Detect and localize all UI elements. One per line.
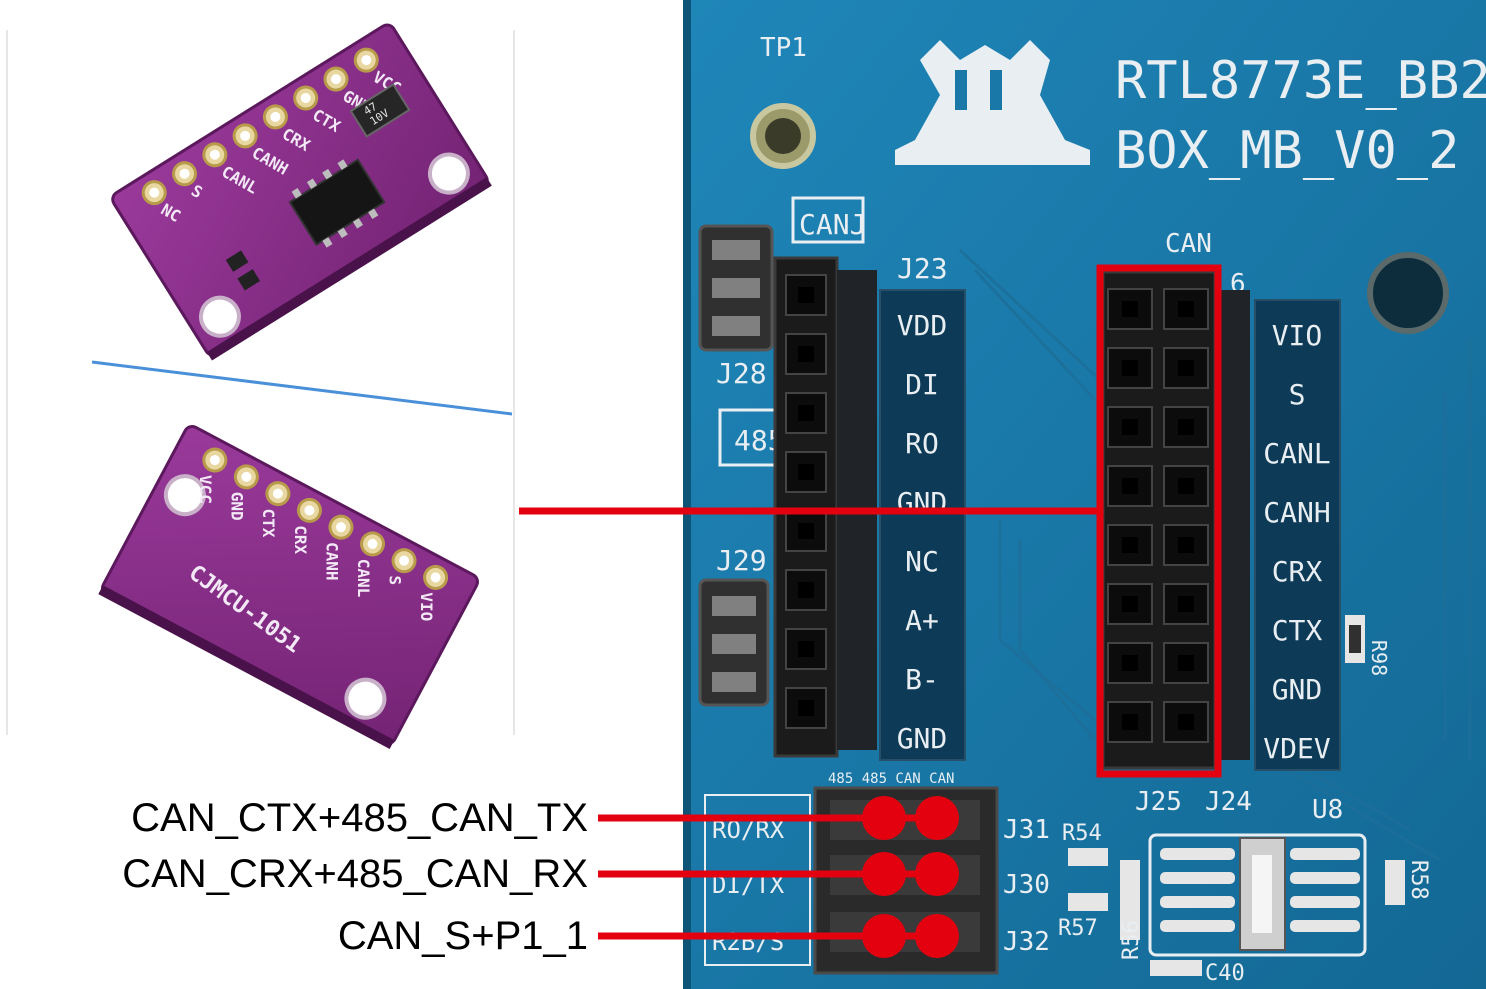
annotation-s: CAN_S+P1_1: [338, 914, 588, 958]
j28-jumper: [698, 224, 774, 352]
board-title-line1: RTL8773E_BB2: [1115, 51, 1486, 111]
annotation-crx: CAN_CRX+485_CAN_RX: [122, 852, 588, 896]
can-header-highlight: [1096, 264, 1222, 778]
header-socket: [785, 569, 827, 611]
capacitor: [349, 83, 411, 138]
j28-label: J28: [716, 357, 767, 390]
can-pin-label: CANH: [1263, 496, 1330, 529]
annotation-ctx: CAN_CTX+485_CAN_TX: [131, 796, 588, 840]
r56-label: R56: [1119, 920, 1144, 960]
module-pin-label: S: [385, 576, 404, 586]
jumper-dot: [915, 796, 959, 840]
brand-logo: [895, 40, 1090, 165]
c40-label: C40: [1205, 961, 1245, 986]
r98-label: R98: [1367, 640, 1391, 676]
header-socket: [1107, 583, 1153, 625]
can-pin-labels: VIO S CANL CANH CRX CTX GND VDEV: [1263, 319, 1331, 765]
row3-label: R2B/S: [712, 928, 784, 956]
jumper-dot: [862, 852, 906, 896]
module-pin-label: VCC: [196, 475, 215, 504]
header-socket: [1107, 701, 1153, 743]
can-pin-label: CTX: [1272, 614, 1323, 647]
j29-label: J29: [716, 544, 767, 577]
jumper-dot: [862, 914, 906, 958]
can-double-header: [1101, 270, 1250, 770]
j31-label: J31: [1003, 815, 1050, 845]
can-pin-label: S: [1289, 378, 1306, 411]
j23-pin-label: GND: [897, 722, 948, 755]
annotation-labels: CAN_CTX+485_CAN_TX CAN_CRX+485_CAN_RX CA…: [122, 796, 588, 958]
annotation-lines: [598, 796, 959, 958]
j23-pin-label: B-: [905, 663, 939, 696]
can-pin-label: VDEV: [1263, 732, 1331, 765]
left-photo-panel: [6, 30, 515, 735]
jumper-top-label: 485 485 CAN CAN: [828, 771, 954, 787]
r54-label: R54: [1062, 821, 1102, 846]
j23-pin-label: A+: [905, 604, 939, 637]
divider-line: [91, 360, 513, 416]
jumper-dot: [915, 914, 959, 958]
module-pin-label: CTX: [259, 508, 278, 537]
j30-label: J30: [1003, 870, 1050, 900]
module-pin-label: VIO: [417, 592, 436, 621]
jumper-dot: [915, 852, 959, 896]
j29-jumper: [698, 578, 770, 707]
j23-pin-label: DI: [905, 368, 939, 401]
can-box-label: CANJ: [799, 208, 866, 241]
transceiver-chip: [288, 158, 386, 246]
board-title-line2: BOX_MB_V0_2: [1115, 121, 1459, 181]
module-pin-label: GND: [228, 492, 247, 521]
tp1-label: TP1: [760, 33, 807, 63]
r58-label: R58: [1406, 860, 1431, 900]
can-pin-label: CANL: [1263, 437, 1330, 470]
module-pin-label: CANL: [354, 559, 373, 598]
j24-label: J24: [1205, 787, 1252, 817]
j23-header: [773, 256, 877, 758]
module-bottom-pins: VCC GND CTX CRX CANH CANL S VIO: [196, 447, 449, 621]
can-pin-label: VIO: [1272, 319, 1323, 352]
pcb-board: TP1 RTL8773E_BB2 BOX_MB_V0_2 CANJ J28 48…: [683, 0, 1486, 989]
j25-label: J25: [1135, 787, 1182, 817]
j23-pin-label: NC: [905, 545, 939, 578]
mount-hole: [1367, 252, 1449, 334]
u8-label: U8: [1312, 795, 1343, 825]
j23-pin-label: RO: [905, 427, 939, 460]
can-pin-label: CRX: [1272, 555, 1323, 588]
header-socket: [785, 628, 827, 670]
module-pin-label: CRX: [291, 525, 310, 554]
u8-chip: [1148, 833, 1367, 957]
r57-label: R57: [1058, 916, 1098, 941]
j23-label: J23: [897, 252, 948, 285]
can-pin-label: GND: [1272, 673, 1323, 706]
j32-label: J32: [1003, 927, 1050, 957]
j23-pin-label: VDD: [897, 309, 948, 342]
can-header-title: CAN: [1165, 229, 1212, 259]
jumper-dot: [862, 796, 906, 840]
module-pin-label: CANH: [322, 542, 341, 581]
